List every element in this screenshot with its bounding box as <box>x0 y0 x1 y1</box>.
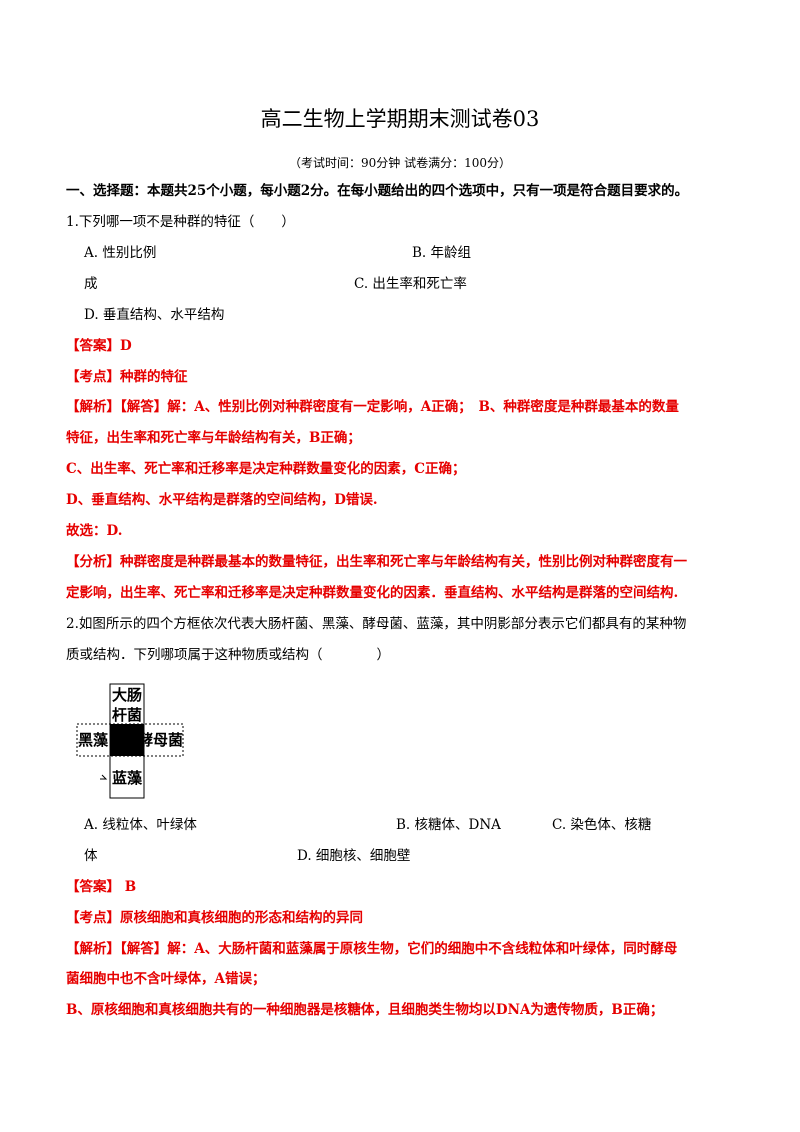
q1-analysis-3: C、出生率、死亡率和迁移率是决定种群数量变化的因素，C正确； <box>66 461 466 477</box>
q1-option-b: B. 年龄组 <box>412 245 472 261</box>
q1-explanation-1: 【分析】种群密度是种群最基本的数量特征，出生率和死亡率与年龄结构有关，性别比例对… <box>66 554 687 570</box>
exam-info: （考试时间：90分钟 试卷满分：100分） <box>289 156 511 170</box>
arrow-mark <box>100 774 108 780</box>
q1-stem: 1.下列哪一项不是种群的特征（ ） <box>66 214 295 230</box>
q2-topic: 【考点】原核细胞和真核细胞的形态和结构的异同 <box>66 910 363 926</box>
q1-option-a: A. 性别比例 <box>84 245 157 261</box>
q2-option-b: B. 核糖体、DNA <box>396 817 501 833</box>
q2-option-c-cont: 体 <box>84 848 98 864</box>
q2-stem-1: 2.如图所示的四个方框依次代表大肠杆菌、黑藻、酵母菌、蓝藻，其中阴影部分表示它们… <box>66 616 687 632</box>
q2-stem-2: 质或结构．下列哪项属于这种物质或结构（ ） <box>66 647 390 663</box>
q1-explanation-2: 定影响，出生率、死亡率和迁移率是决定种群数量变化的因素．垂直结构、水平结构是群落… <box>66 585 679 601</box>
q2-analysis-2: 菌细胞中也不含叶绿体，A错误； <box>66 971 266 987</box>
q1-option-d: D. 垂直结构、水平结构 <box>84 307 225 323</box>
label-ecoli-1: 大肠 <box>112 686 143 704</box>
q2-option-a: A. 线粒体、叶绿体 <box>84 817 197 833</box>
q2-analysis-3: B、原核细胞和真核细胞共有的一种细胞器是核糖体，且细胞类生物均以DNA为遗传物质… <box>66 1002 664 1018</box>
q1-analysis-4: D、垂直结构、水平结构是群落的空间结构，D错误. <box>66 492 378 508</box>
q1-option-b-cont: 成 <box>84 276 98 292</box>
diagram-frame <box>76 683 184 799</box>
q2-analysis-1: 【解析】【解答】解：A、大肠杆菌和蓝藻属于原核生物，它们的细胞中不含线粒体和叶绿… <box>66 941 678 957</box>
q1-answer: 【答案】D <box>66 338 132 354</box>
label-hydrilla: 黑藻 <box>78 731 109 749</box>
q2-answer: 【答案】 B <box>66 879 137 895</box>
q1-topic: 【考点】种群的特征 <box>66 369 188 385</box>
q2-option-c: C. 染色体、核糖 <box>552 817 652 833</box>
label-cyanobacteria: 蓝藻 <box>112 769 143 787</box>
shared-shaded-area <box>110 724 144 756</box>
q2-option-d: D. 细胞核、细胞壁 <box>297 848 411 864</box>
label-ecoli-2: 杆菌 <box>112 706 143 724</box>
page-title: 高二生物上学期期末测试卷03 <box>260 107 540 131</box>
section-heading: 一、选择题：本题共25个小题，每小题2分。在每小题给出的四个选项中，只有一项是符… <box>66 183 689 199</box>
cell-diagram: 大肠 杆菌 黑藻 酵母菌 蓝藻 <box>76 683 184 799</box>
label-yeast: 酵母菌 <box>138 731 184 749</box>
q1-analysis-1: 【解析】【解答】解：A、性别比例对种群密度有一定影响，A正确； B、种群密度是种… <box>66 399 679 415</box>
q1-analysis-2: 特征，出生率和死亡率与年龄结构有关，B正确； <box>66 430 361 446</box>
q1-option-c: C. 出生率和死亡率 <box>354 276 467 292</box>
q1-choice: 故选：D. <box>66 523 123 539</box>
